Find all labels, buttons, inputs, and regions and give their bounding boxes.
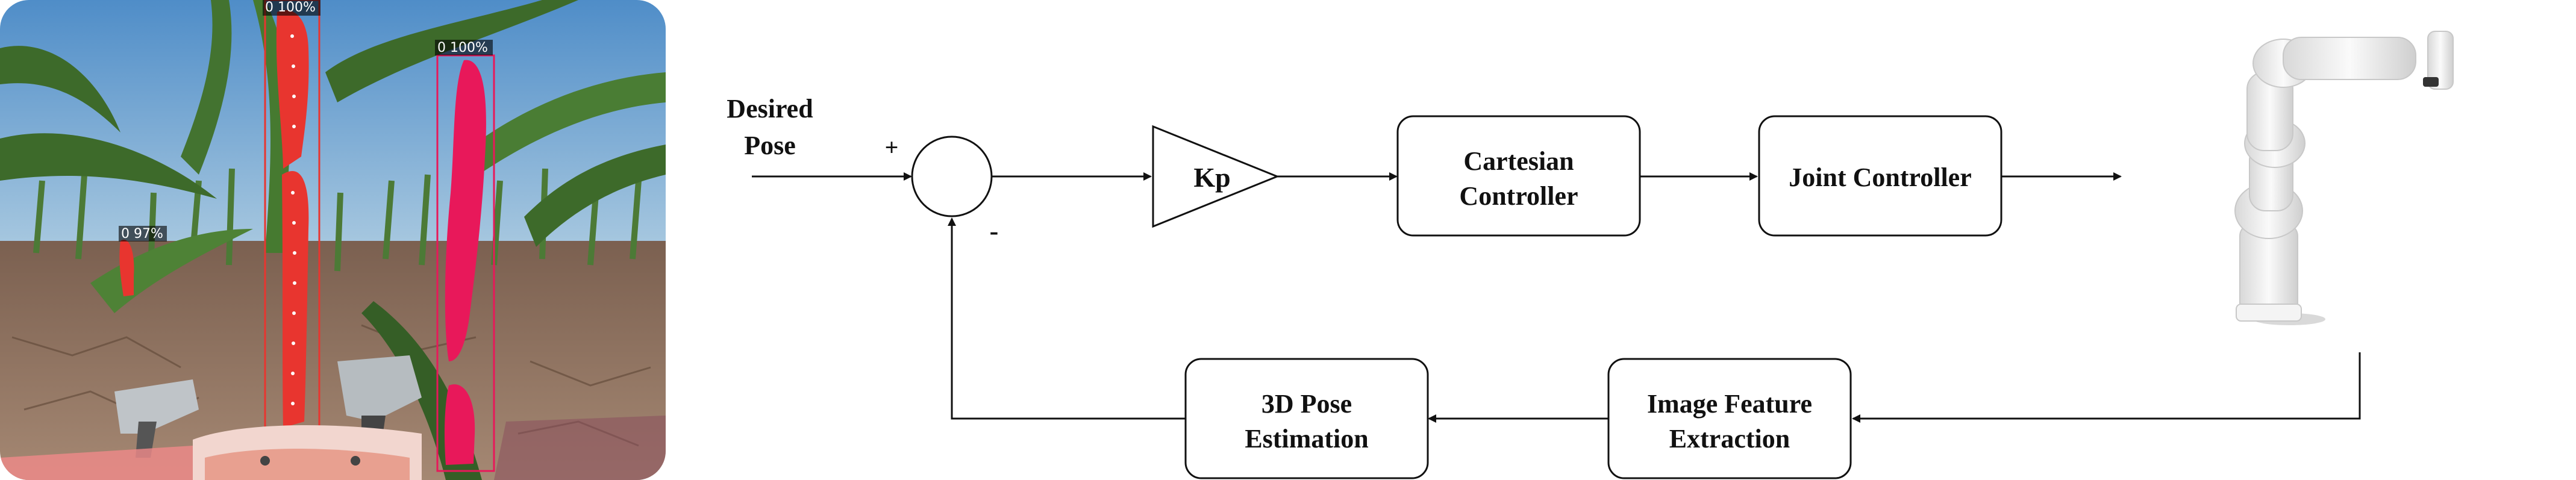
cartesian-controller-block bbox=[1396, 115, 1641, 237]
mask-stalk-lower bbox=[282, 171, 309, 428]
input-label-line1: Desired bbox=[727, 94, 813, 123]
mask-stalk-upper bbox=[276, 10, 309, 169]
sum-plus-sign: + bbox=[885, 134, 899, 161]
input-label-line2: Pose bbox=[744, 131, 796, 160]
control-loop bbox=[752, 115, 2361, 479]
cartesian-label-line1: Cartesian bbox=[1463, 146, 1574, 176]
diagram-labels: Desired Pose + - Kp Cartesian Controller… bbox=[727, 94, 1971, 454]
image-feature-label-line2: Extraction bbox=[1669, 424, 1790, 454]
crop-row-photo: 0 97% 0 100% 0 100% bbox=[0, 0, 666, 480]
pose-estimation-label-line1: 3D Pose bbox=[1261, 389, 1352, 419]
sum-minus-sign: - bbox=[990, 216, 999, 246]
det-label-1: 0 100% bbox=[265, 0, 316, 15]
robot-arm-icon bbox=[2234, 31, 2454, 325]
arrow-robot-to-feature bbox=[1852, 352, 2361, 423]
corn-leaves bbox=[0, 0, 666, 480]
summing-junction bbox=[911, 136, 993, 217]
mask-pink-upper bbox=[445, 60, 486, 361]
mask-small bbox=[119, 240, 134, 296]
cartesian-label-line2: Controller bbox=[1459, 181, 1578, 211]
image-feature-extraction-block bbox=[1607, 358, 1852, 479]
det-label-bg-1 bbox=[263, 0, 320, 16]
det-label-3: 0 97% bbox=[121, 226, 163, 242]
keypoints bbox=[290, 34, 296, 405]
image-feature-label-line1: Image Feature bbox=[1647, 389, 1812, 419]
joint-controller-label: Joint Controller bbox=[1789, 163, 1972, 192]
det-label-2: 0 100% bbox=[437, 40, 488, 55]
det-label-bg-3 bbox=[119, 226, 167, 242]
gain-block bbox=[1152, 125, 1280, 228]
pose-estimation-label-line2: Estimation bbox=[1245, 424, 1368, 454]
mask-pink-lower bbox=[444, 384, 475, 465]
arrow-feedback-to-sum bbox=[948, 217, 1186, 420]
gain-label: Kp bbox=[1193, 162, 1230, 193]
det-label-bg-2 bbox=[435, 40, 493, 55]
pose-estimation-block bbox=[1184, 358, 1429, 479]
gripper-hardware bbox=[0, 355, 666, 480]
